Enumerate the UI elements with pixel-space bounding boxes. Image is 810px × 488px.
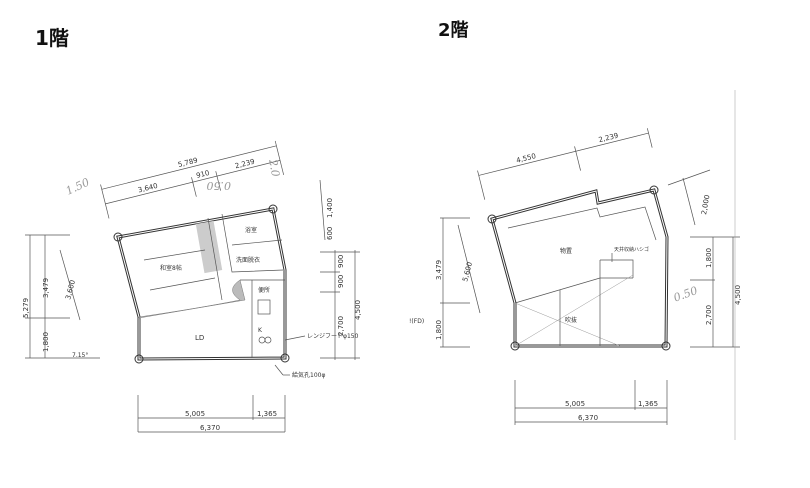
floor-2-right-dimensions: 2,000 1,800 2,700 4,500 (667, 169, 742, 348)
dim-top-b: 910 (195, 169, 210, 180)
dim-left-slanted: 5,600 (461, 261, 474, 282)
dim-top-c: 2,239 (234, 158, 255, 171)
dim-bottom-total: 6,370 (200, 424, 220, 432)
note-ceiling-ladder: 天井収納ハシゴ (614, 246, 649, 253)
room-label-storage: 物置 (560, 247, 572, 255)
dim-right-c: 2,700 (705, 305, 713, 325)
dim-left-angle: 7.15° (72, 352, 88, 359)
note-fd: !(FD) (409, 318, 424, 325)
floor-1-bottom-dimensions: 5,005 1,365 6,370 (137, 395, 286, 433)
dim-right-b: 600 (326, 227, 334, 240)
floor-2-left-dimensions: 3,479 1,800 5,600 (435, 217, 481, 348)
floor-1-right-dimensions: 1,400 600 900 900 2,700 4,500 (319, 179, 362, 360)
floor-1-left-dimensions: 5,279 3,479 1,800 3,600 7.15° (22, 234, 100, 359)
dim-right-e: 2,700 (337, 316, 345, 336)
floor-1-plan: 5,789 3,640 910 2,239 1.50 0.50 2.0 和室8帖… (22, 140, 362, 433)
dim-right-b: 1,800 (705, 248, 713, 268)
room-label-toilet: 便所 (258, 286, 270, 294)
room-label-void: 吹抜 (565, 316, 577, 324)
dim-right-total: 4,500 (354, 300, 362, 320)
note-air-inlet: 給気孔100φ (292, 371, 325, 379)
floor-2-title: 2階 (438, 20, 469, 41)
room-label-washroom: 洗面脱衣 (236, 256, 260, 264)
dim-bottom-a: 5,005 (185, 410, 205, 418)
dim-top-total: 5,789 (177, 156, 198, 169)
dim-bottom-b: 1,365 (638, 400, 658, 408)
room-label-kitchen: K (258, 327, 263, 334)
dim-right-total: 4,500 (734, 285, 742, 305)
dim-left-upper: 3,479 (435, 260, 443, 280)
handwritten-note: 0.50 (672, 284, 699, 305)
dim-left-slanted: 3,600 (64, 279, 77, 300)
dim-right-a: 1,400 (326, 198, 334, 218)
handwritten-note: 1.50 (64, 176, 92, 198)
dim-left-upper: 3,479 (42, 278, 50, 298)
floor-2-bottom-dimensions: 5,005 1,365 6,370 (514, 380, 668, 425)
dim-bottom-a: 5,005 (565, 400, 585, 408)
handwritten-note: 2.0 (266, 157, 282, 177)
dim-top-a: 4,550 (515, 152, 536, 165)
note-range-hood: レンジフードφ150 (307, 333, 359, 340)
room-label-bath: 浴室 (245, 226, 257, 234)
dim-top-b: 2,239 (598, 132, 619, 145)
dim-right-d: 900 (337, 275, 345, 288)
floor-1-top-dimensions: 5,789 3,640 910 2,239 (100, 140, 285, 219)
floor-2-plan: 4,550 2,239 物置 吹抜 天井収納ハシゴ !(FD) 0.50 3,4… (409, 90, 742, 440)
floor-1-title: 1階 (35, 26, 69, 50)
dim-right-c: 900 (337, 255, 345, 268)
dim-bottom-total: 6,370 (578, 414, 598, 422)
floor-2-top-dimensions: 4,550 2,239 (477, 128, 653, 200)
dim-left-lower: 1,800 (435, 320, 443, 340)
dim-left-lower: 1,800 (42, 332, 50, 352)
room-label-washitsu: 和室8帖 (160, 264, 182, 272)
dim-right-a: 2,000 (700, 194, 711, 215)
room-label-ld: LD (195, 334, 204, 342)
dim-left-total: 5,279 (22, 298, 30, 318)
dim-bottom-b: 1,365 (257, 410, 277, 418)
handwritten-note: 0.50 (207, 179, 232, 192)
floor-2-outer-wall (490, 188, 669, 348)
dim-top-a: 3,640 (137, 182, 158, 195)
